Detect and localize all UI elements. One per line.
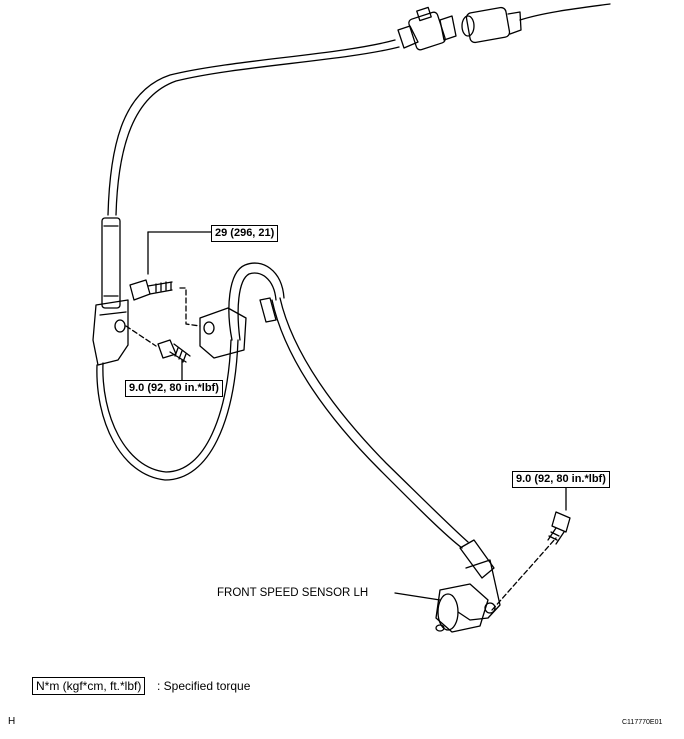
lower-bolt bbox=[157, 339, 191, 363]
upper-bolt-torque-callout: 29 (296, 21) bbox=[211, 225, 279, 242]
sensor-harness-cable bbox=[96, 3, 611, 549]
torque-unit-legend-box: N*m (kgf*cm, ft.*lbf) bbox=[32, 677, 146, 695]
sensor-part-label: FRONT SPEED SENSOR LH bbox=[217, 587, 369, 599]
sensor-bolt bbox=[547, 511, 571, 545]
footer-left-code: H bbox=[8, 716, 16, 727]
figure-id: C117770E01 bbox=[622, 719, 663, 726]
harness-bracket bbox=[199, 262, 285, 359]
front-speed-sensor bbox=[435, 539, 501, 633]
callout-leaders bbox=[147, 231, 567, 601]
vehicle-connector bbox=[461, 6, 522, 44]
lower-bolt-torque-callout: 9.0 (92, 80 in.*lbf) bbox=[125, 380, 223, 397]
torque-legend-description: : Specified torque bbox=[157, 679, 251, 693]
harness-clamp bbox=[92, 217, 129, 366]
harness-connector bbox=[397, 6, 457, 51]
sensor-bolt-torque-callout: 9.0 (92, 80 in.*lbf) bbox=[512, 471, 610, 488]
upper-bolt bbox=[129, 279, 173, 301]
bolt-alignment-lines bbox=[125, 287, 557, 611]
